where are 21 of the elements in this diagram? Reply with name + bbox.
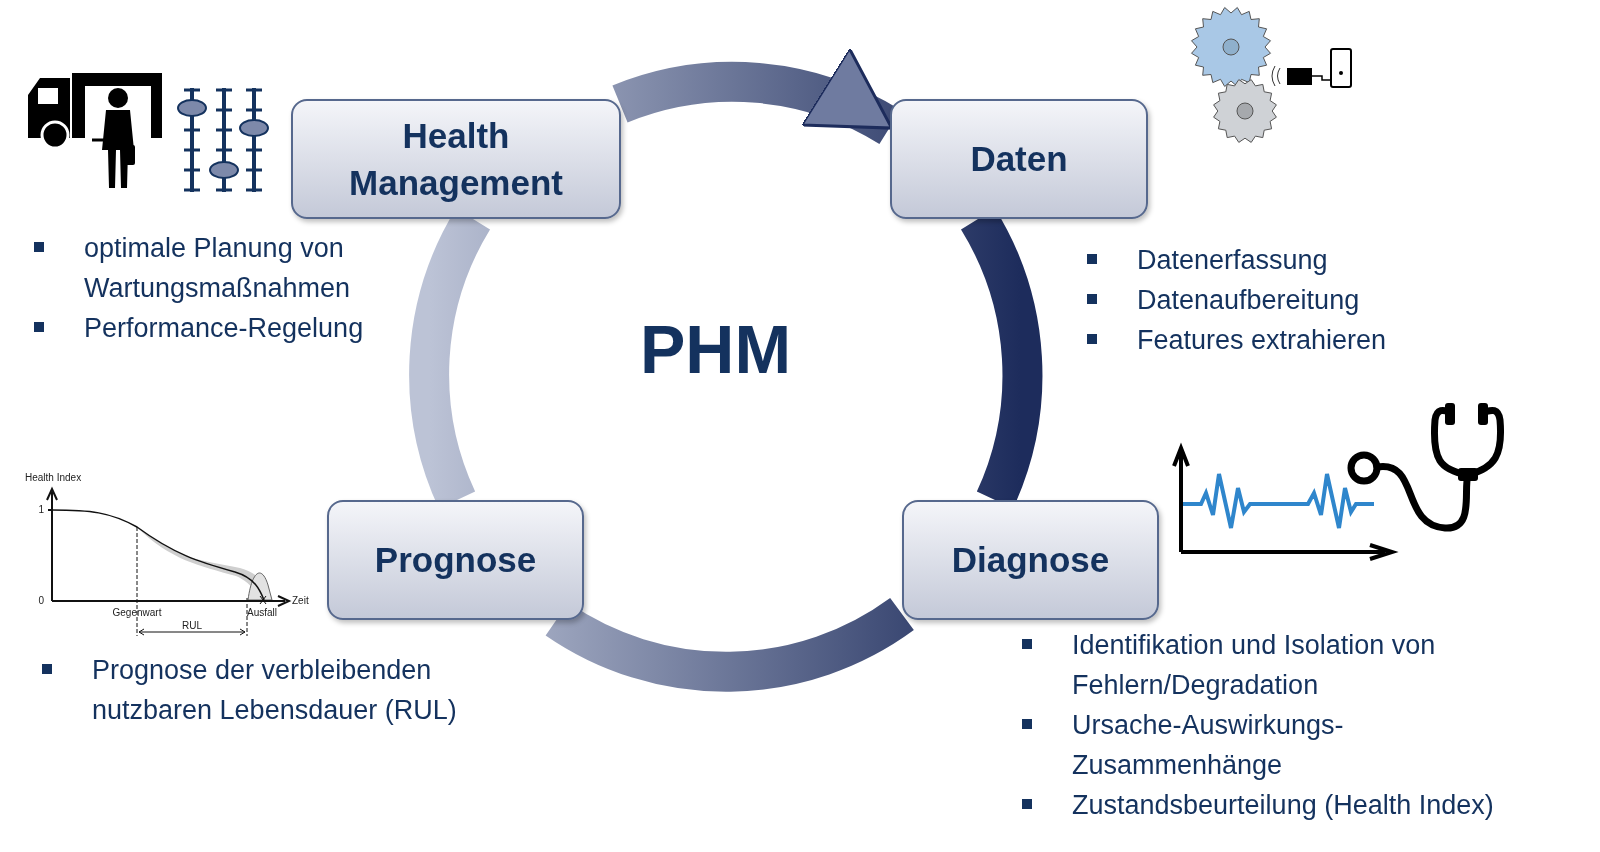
bullet-item: Zustandsbeurteilung (Health Index) xyxy=(1020,785,1520,825)
process-box: Daten xyxy=(890,99,1148,219)
bullet-item: Datenerfassung xyxy=(1085,240,1485,280)
marker-label: Gegenwart xyxy=(112,607,162,618)
tick-label: 1 xyxy=(38,504,44,515)
bullet-item: Identifikation und Isolation von Fehlern/Degradation xyxy=(1020,625,1520,705)
process-box: Diagnose xyxy=(902,500,1159,620)
axis-label: Zeit xyxy=(292,595,309,606)
axis-label: Health Index xyxy=(25,472,82,483)
bullet-item: Performance-Regelung xyxy=(32,308,402,348)
bullet-item: Ursache-Auswirkungs-Zusammenhänge xyxy=(1020,705,1520,785)
bullet-item: optimale Planung von Wartungsmaßnahmen xyxy=(32,228,402,308)
bullet-item: Datenaufbereitung xyxy=(1085,280,1485,320)
bullet-item: Prognose der verbleibenden nutzbaren Lebensdauer (RUL) xyxy=(40,650,510,730)
process-box: Health Management xyxy=(291,99,621,219)
marker-label: Ausfall xyxy=(247,607,277,618)
bullet-item: Features extrahieren xyxy=(1085,320,1485,360)
tick-label: 0 xyxy=(38,595,44,606)
process-box: Prognose xyxy=(327,500,584,620)
center-title: PHM xyxy=(640,315,792,383)
dimension-label: RUL xyxy=(182,620,202,631)
